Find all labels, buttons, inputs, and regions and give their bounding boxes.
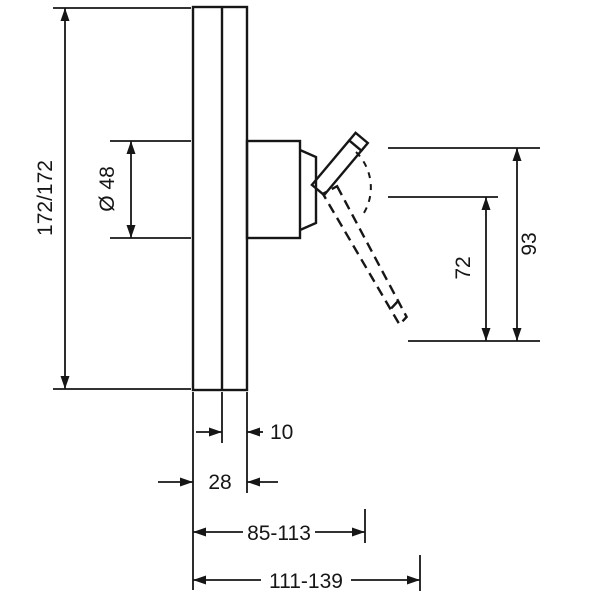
dim-height: 172/172 (34, 7, 191, 390)
label-mask (243, 520, 315, 543)
lever-dashed (321, 184, 409, 327)
lever-dashed-cap (390, 300, 399, 310)
bottom-extension-lines (192, 392, 421, 591)
dim-label-height: 172/172 (34, 160, 57, 236)
dim-plate-thickness: 10 (196, 421, 293, 444)
valve-cartridge (245, 139, 302, 240)
wall-plate (191, 5, 249, 392)
handle-rosette (299, 148, 318, 232)
dim-label-lever-projection: 72 (452, 256, 475, 279)
dim-label-install-range-inner: 85-113 (247, 522, 311, 545)
dim-diameter: Ø 48 (96, 140, 191, 239)
dim-label-install-range-outer: 111-139 (269, 570, 343, 593)
dim-label-diameter: Ø 48 (96, 166, 119, 212)
dim-install-range-inner: 85-113 (193, 520, 365, 545)
dim-install-range-outer: 111-139 (193, 568, 420, 593)
lever-swing-arc (355, 151, 372, 217)
lever-solid-cap (348, 131, 370, 152)
dim-escutcheon-depth: 28 (158, 471, 278, 494)
dim-label-overall-projection: 93 (518, 232, 541, 255)
dim-overall-projection: 93 (388, 147, 541, 342)
label-mask (261, 568, 351, 591)
dim-lever-projection: 72 (388, 196, 498, 341)
dim-label-escutcheon-depth: 28 (208, 471, 231, 494)
dim-label-plate-thickness: 10 (270, 421, 293, 444)
mixer-body (191, 5, 409, 392)
